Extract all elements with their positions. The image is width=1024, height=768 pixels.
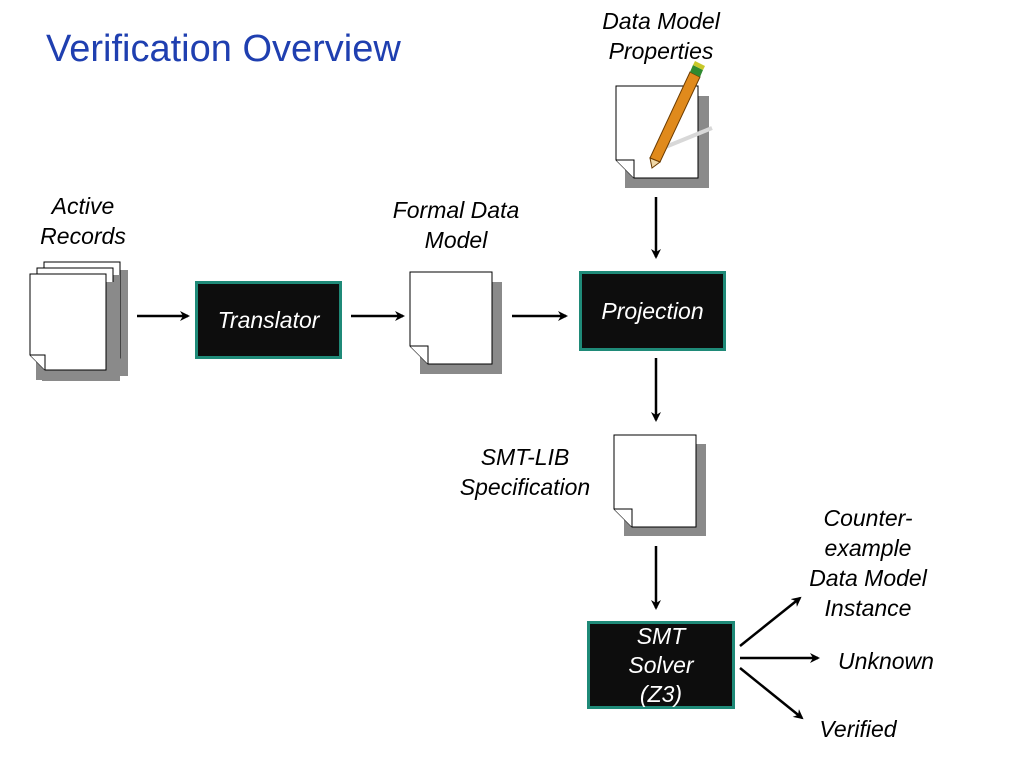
smt-lib-specification-label: SMT-LIB Specification — [459, 444, 591, 500]
data-model-properties-label: Data Model Properties — [602, 8, 720, 64]
document-icon — [613, 434, 706, 536]
verified-label: Verified — [819, 716, 897, 742]
page-title: Verification Overview — [46, 28, 401, 70]
translator-label: Translator — [217, 306, 320, 333]
document-icon — [409, 271, 502, 374]
projection-box: Projection — [579, 271, 726, 351]
counterexample-label: Counter- example Data Model Instance — [809, 505, 927, 621]
unknown-label: Unknown — [838, 648, 934, 674]
document-stack-icon — [29, 261, 128, 381]
active-records-label: Active Records — [40, 193, 126, 249]
smt-solver-box: SMT Solver (Z3) — [587, 621, 735, 709]
translator-box: Translator — [195, 281, 342, 359]
arrow-icon — [739, 596, 802, 647]
formal-data-model-label: Formal Data Model — [392, 197, 520, 253]
projection-label: Projection — [601, 297, 704, 324]
arrow-icon — [739, 667, 804, 720]
pencil-icon — [649, 61, 705, 169]
smt-solver-label: SMT Solver (Z3) — [628, 622, 694, 707]
